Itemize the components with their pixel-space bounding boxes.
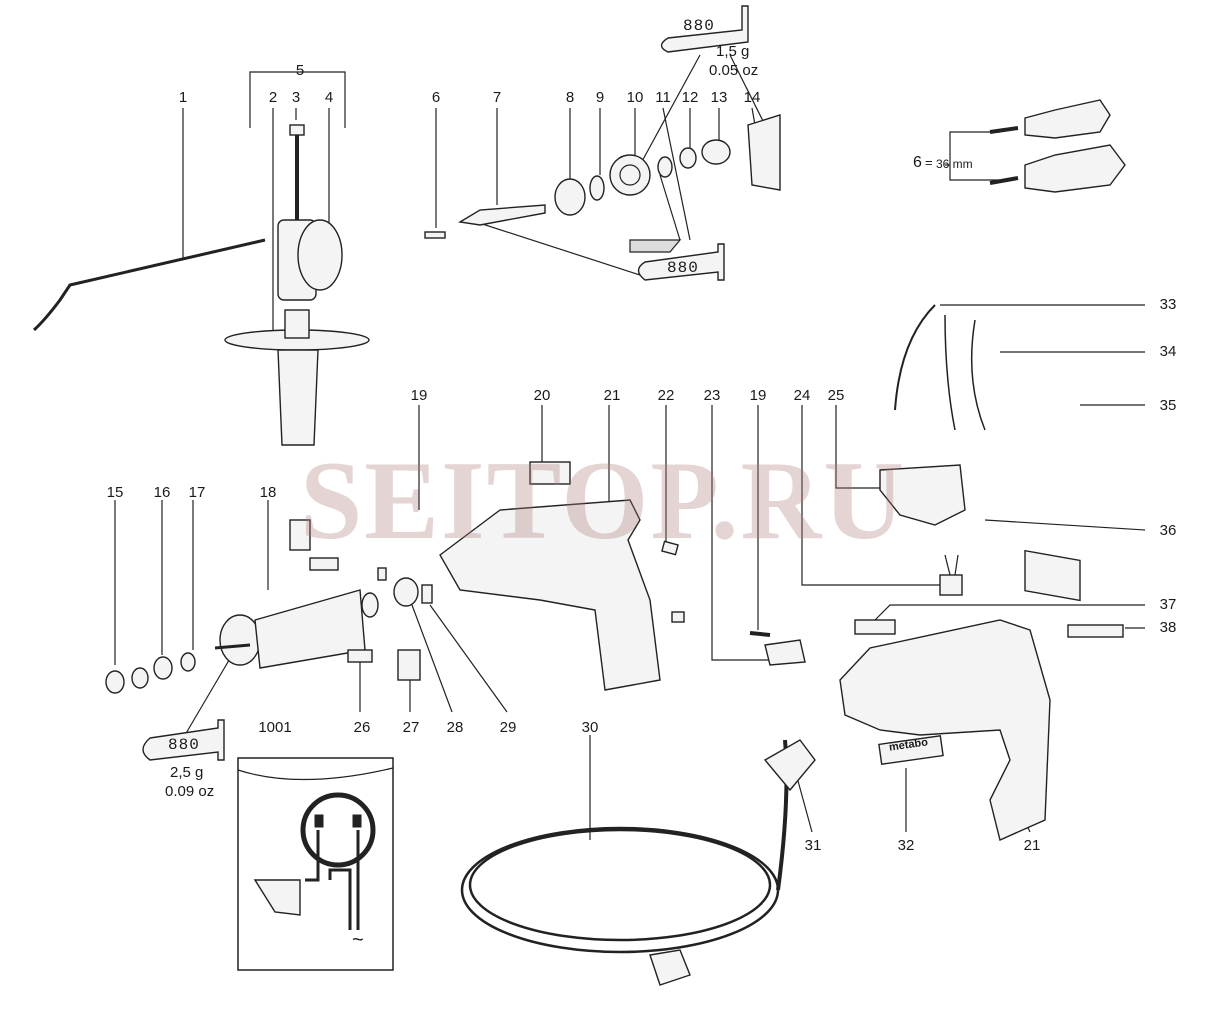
ac-symbol: ~ — [352, 929, 364, 951]
wires-and-block — [894, 304, 1081, 602]
part-number-17: 17 — [188, 484, 206, 501]
part-number-3: 3 — [291, 89, 301, 106]
part-number-10: 10 — [626, 89, 644, 106]
part-number-34: 34 — [1159, 343, 1177, 360]
chuck-note-equals: = — [925, 155, 933, 170]
part-number-13: 13 — [710, 89, 728, 106]
part-number-35: 35 — [1159, 397, 1177, 414]
part-number-11: 11 — [655, 89, 671, 106]
part-number-6: 6 — [431, 89, 441, 106]
part-number-7: 7 — [492, 89, 502, 106]
part-number-1001: 1001 — [258, 719, 292, 736]
part-number-24: 24 — [793, 387, 811, 404]
part-number-33: 33 — [1159, 296, 1177, 313]
housing-half — [439, 461, 661, 691]
armature — [214, 589, 379, 669]
part-number-16: 16 — [153, 484, 171, 501]
part-number-36: 36 — [1159, 522, 1177, 539]
part-number-15: 15 — [106, 484, 124, 501]
grease-tube-mid-shape — [629, 239, 725, 281]
part-number-31: 31 — [804, 837, 822, 854]
part-number-26: 26 — [353, 719, 371, 736]
power-cable — [460, 739, 816, 986]
wiring-box — [237, 757, 394, 971]
grease-bottom-amount-oz: 0.09 oz — [165, 783, 215, 800]
part-number-1: 1 — [178, 89, 188, 106]
part-number-2: 2 — [268, 89, 278, 106]
drill-chucks — [989, 99, 1126, 193]
part-number-38: 38 — [1159, 619, 1177, 636]
depth-gauge-rod — [32, 238, 266, 332]
brushes-and-small-parts — [289, 519, 433, 681]
part-number-19-left: 19 — [410, 387, 428, 404]
pin-clamp-screws — [661, 540, 806, 666]
part-number-12: 12 — [681, 89, 699, 106]
side-handle — [224, 124, 370, 446]
grease-top-amount-oz: 0.05 oz — [709, 62, 759, 79]
chuck-note-size: 36 mm — [936, 157, 973, 171]
grease-bottom-amount: 2,5 g — [170, 764, 204, 781]
part-number-25: 25 — [827, 387, 845, 404]
part-number-5: 5 — [295, 62, 305, 79]
switch-assembly — [879, 464, 966, 596]
part-number-30: 30 — [581, 719, 599, 736]
part-number-29: 29 — [499, 719, 517, 736]
part-number-18: 18 — [259, 484, 277, 501]
part-number-19-right: 19 — [749, 387, 767, 404]
spindle-assembly — [424, 114, 781, 239]
part-number-9: 9 — [595, 89, 605, 106]
grease-top-amount: 1,5 g — [716, 43, 750, 60]
part-number-21-bottom: 21 — [1023, 837, 1041, 854]
part-number-23: 23 — [703, 387, 721, 404]
part-number-14: 14 — [743, 89, 761, 106]
part-number-27: 27 — [402, 719, 420, 736]
part-number-37: 37 — [1159, 596, 1177, 613]
part-number-22: 22 — [657, 387, 675, 404]
bearings-small — [105, 652, 196, 694]
grease-tube-mid-label: 880 — [667, 259, 699, 277]
part-number-28: 28 — [446, 719, 464, 736]
part-number-21-top: 21 — [603, 387, 621, 404]
grease-tube-top-label: 880 — [683, 17, 715, 35]
part-number-4: 4 — [324, 89, 334, 106]
chuck-note-number: 6 — [913, 154, 922, 171]
part-number-20: 20 — [533, 387, 551, 404]
drill-body — [839, 619, 1124, 841]
grease-tube-bottom-label: 880 — [168, 736, 200, 754]
watermark: SEITOP.RU — [300, 439, 907, 563]
part-number-32: 32 — [897, 837, 915, 854]
part-number-8: 8 — [565, 89, 575, 106]
grease-tube-top-shape — [660, 5, 749, 53]
grease-tube-bottom-shape — [142, 719, 225, 761]
